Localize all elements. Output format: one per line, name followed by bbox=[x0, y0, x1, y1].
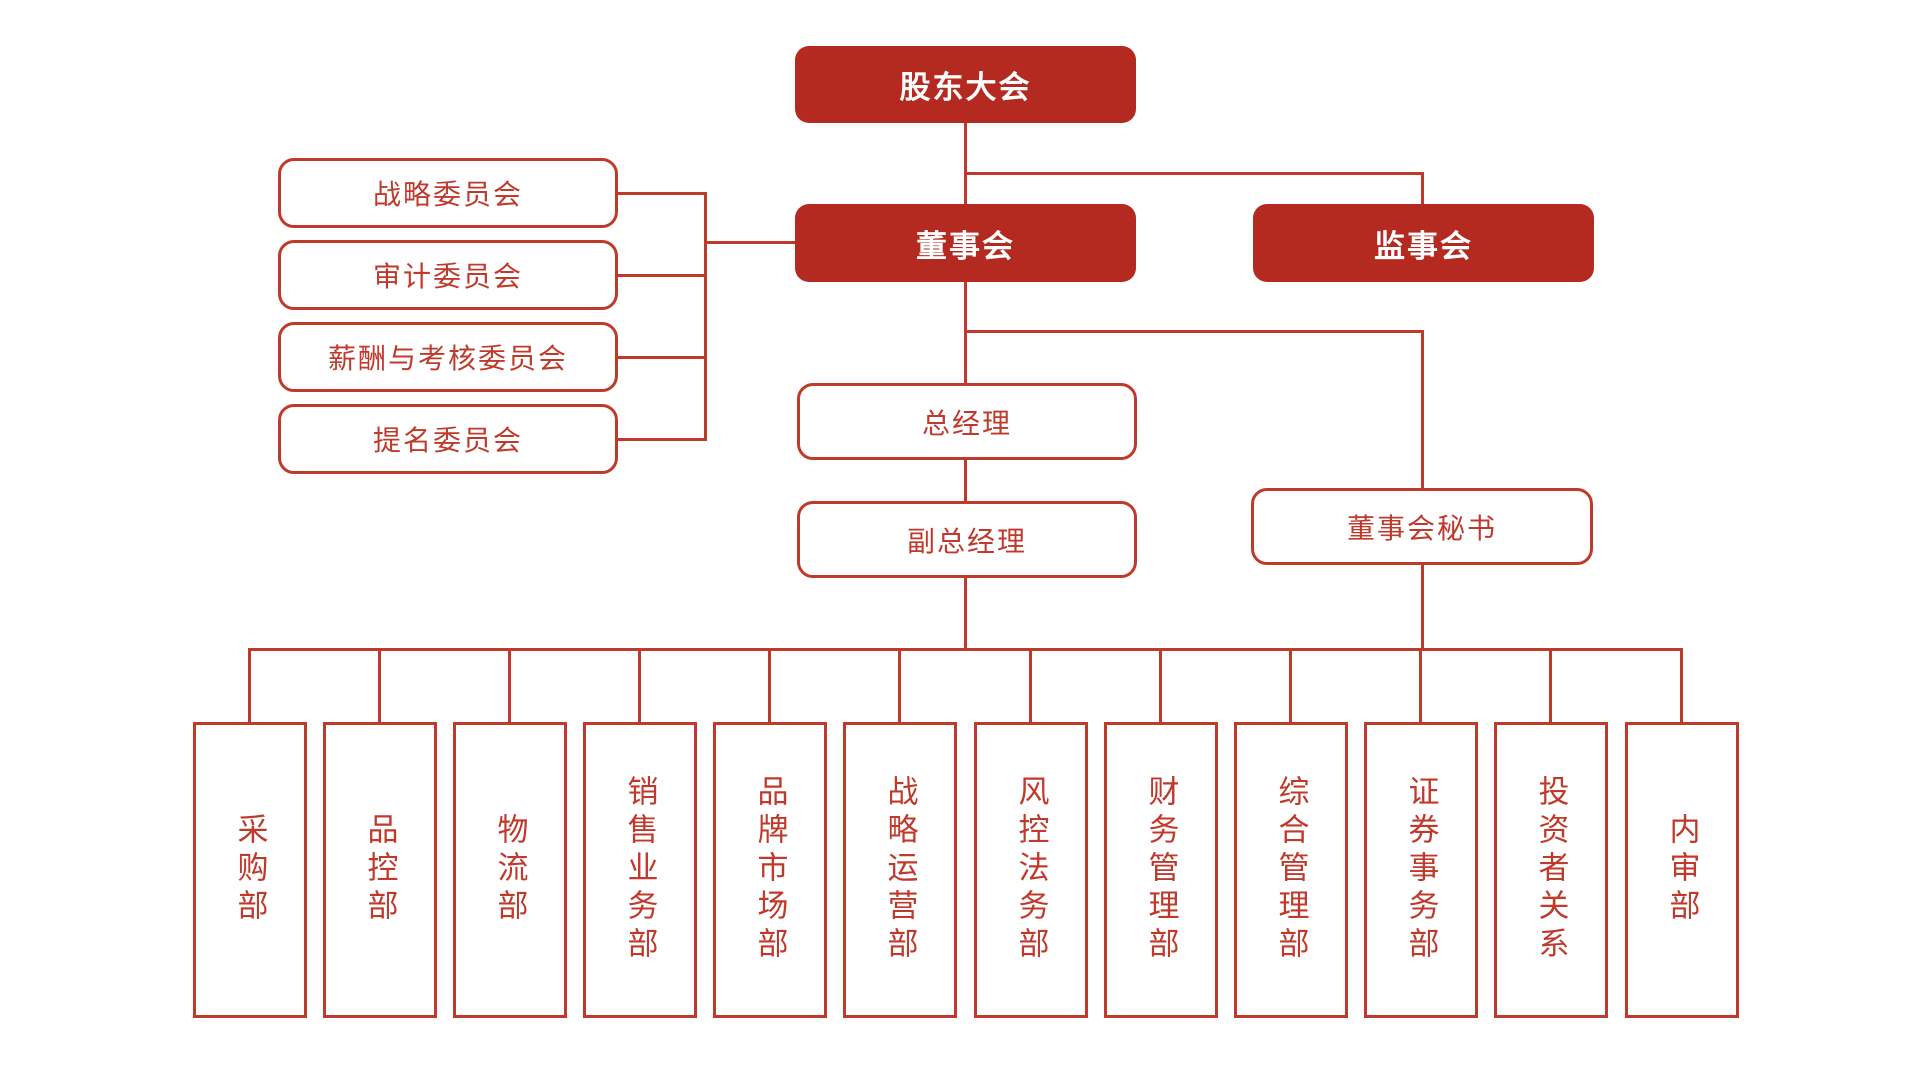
node-supervisory-board: 监事会 bbox=[1253, 204, 1594, 282]
connector-line bbox=[1680, 648, 1683, 724]
connector-line bbox=[616, 356, 707, 359]
connector-line bbox=[964, 578, 967, 651]
node-dept-general-management: 综合管理部 bbox=[1234, 722, 1348, 1018]
connector-line bbox=[1159, 648, 1162, 724]
connector-line bbox=[964, 282, 967, 385]
node-compensation-assessment-committee: 薪酬与考核委员会 bbox=[278, 322, 618, 392]
node-dept-risk-legal: 风控法务部 bbox=[974, 722, 1088, 1018]
node-dept-securities-affairs: 证券事务部 bbox=[1364, 722, 1478, 1018]
connector-line bbox=[616, 192, 707, 195]
connector-line bbox=[616, 274, 707, 277]
node-dept-logistics: 物流部 bbox=[453, 722, 567, 1018]
connector-line bbox=[250, 648, 1683, 651]
connector-line bbox=[1421, 172, 1424, 206]
connector-line bbox=[898, 648, 901, 724]
node-dept-procurement: 采购部 bbox=[193, 722, 307, 1018]
connector-line bbox=[964, 172, 1424, 175]
connector-line bbox=[378, 648, 381, 724]
node-dept-quality-control: 品控部 bbox=[323, 722, 437, 1018]
connector-line bbox=[638, 648, 641, 724]
node-audit-committee: 审计委员会 bbox=[278, 240, 618, 310]
node-shareholders-meeting: 股东大会 bbox=[795, 46, 1136, 123]
node-dept-investor-relations: 投资者关系 bbox=[1494, 722, 1608, 1018]
connector-line bbox=[704, 241, 797, 244]
connector-line bbox=[508, 648, 511, 724]
node-dept-sales-business: 销售业务部 bbox=[583, 722, 697, 1018]
connector-line bbox=[964, 460, 967, 503]
node-deputy-general-manager: 副总经理 bbox=[797, 501, 1137, 578]
node-board-of-directors: 董事会 bbox=[795, 204, 1136, 282]
node-general-manager: 总经理 bbox=[797, 383, 1137, 460]
connector-line bbox=[964, 123, 967, 206]
node-dept-strategy-operations: 战略运营部 bbox=[843, 722, 957, 1018]
node-strategy-committee: 战略委员会 bbox=[278, 158, 618, 228]
connector-line bbox=[964, 330, 1424, 333]
connector-line bbox=[248, 648, 251, 724]
connector-line bbox=[1421, 565, 1424, 651]
connector-line bbox=[704, 192, 707, 441]
node-board-secretary: 董事会秘书 bbox=[1251, 488, 1593, 565]
connector-line bbox=[1289, 648, 1292, 724]
connector-line bbox=[1549, 648, 1552, 724]
node-dept-brand-marketing: 品牌市场部 bbox=[713, 722, 827, 1018]
connector-line bbox=[1419, 648, 1422, 724]
connector-line bbox=[768, 648, 771, 724]
node-dept-finance-management: 财务管理部 bbox=[1104, 722, 1218, 1018]
node-nomination-committee: 提名委员会 bbox=[278, 404, 618, 474]
connector-line bbox=[1421, 330, 1424, 490]
node-dept-internal-audit: 内审部 bbox=[1625, 722, 1739, 1018]
connector-line bbox=[616, 438, 707, 441]
connector-line bbox=[1029, 648, 1032, 724]
